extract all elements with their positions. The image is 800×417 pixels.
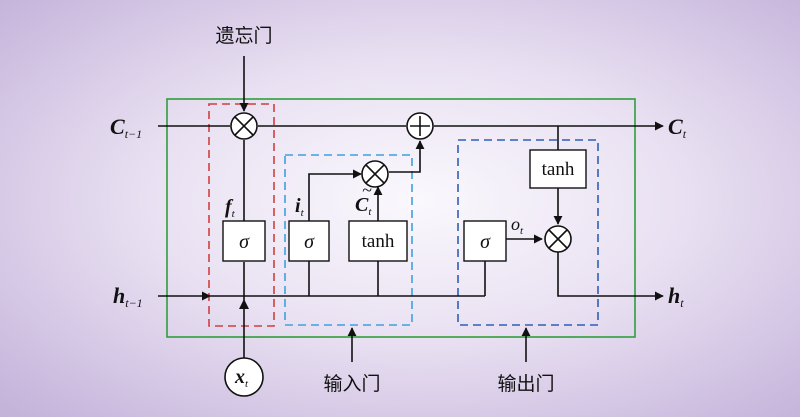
i-t-label: it — [295, 195, 305, 219]
c-t-label: Ct — [668, 114, 687, 141]
output-gate-region — [457, 139, 599, 326]
c-tilde-tilde-mark: ~ — [362, 180, 372, 200]
f-t-label: ft — [225, 196, 236, 220]
xt-up-arrow — [239, 299, 249, 309]
input-multiply-icon — [361, 160, 389, 188]
output-tanh-block — [529, 149, 587, 189]
input-gate-label: 输入门 — [323, 373, 380, 395]
input-sigma-label: σ — [304, 231, 315, 253]
forget-multiply-icon — [230, 112, 258, 140]
cell-add-icon — [406, 112, 434, 140]
output-to-ht — [557, 252, 664, 301]
xt-input-node — [224, 357, 264, 397]
output-sigma-label: σ — [480, 231, 491, 253]
x-t-label: xt — [234, 366, 249, 390]
h-prev-label: ht−1 — [113, 283, 143, 310]
input-sigma-block — [288, 220, 330, 262]
c-prev-label: Ct−1 — [110, 114, 142, 141]
forget-gate-label: 遗忘门 — [215, 25, 272, 47]
input-tanh-block — [348, 220, 408, 262]
h-t-label: ht — [668, 283, 684, 310]
c-tilde-label: Ct — [355, 194, 372, 218]
input-product-to-add — [389, 140, 425, 173]
input-sigma-to-multiply — [308, 169, 362, 221]
o-t-label: ot — [511, 214, 524, 237]
cell-boundary — [166, 98, 636, 338]
output-sigma-block — [463, 220, 507, 262]
input-gate-region — [284, 154, 413, 326]
input-tanh-label: tanh — [362, 231, 395, 252]
output-multiply-icon — [544, 225, 572, 253]
output-tanh-label: tanh — [542, 159, 575, 180]
forget-sigma-label: σ — [239, 231, 250, 253]
output-gate-label: 输出门 — [497, 373, 554, 395]
forget-sigma-block — [222, 220, 266, 262]
